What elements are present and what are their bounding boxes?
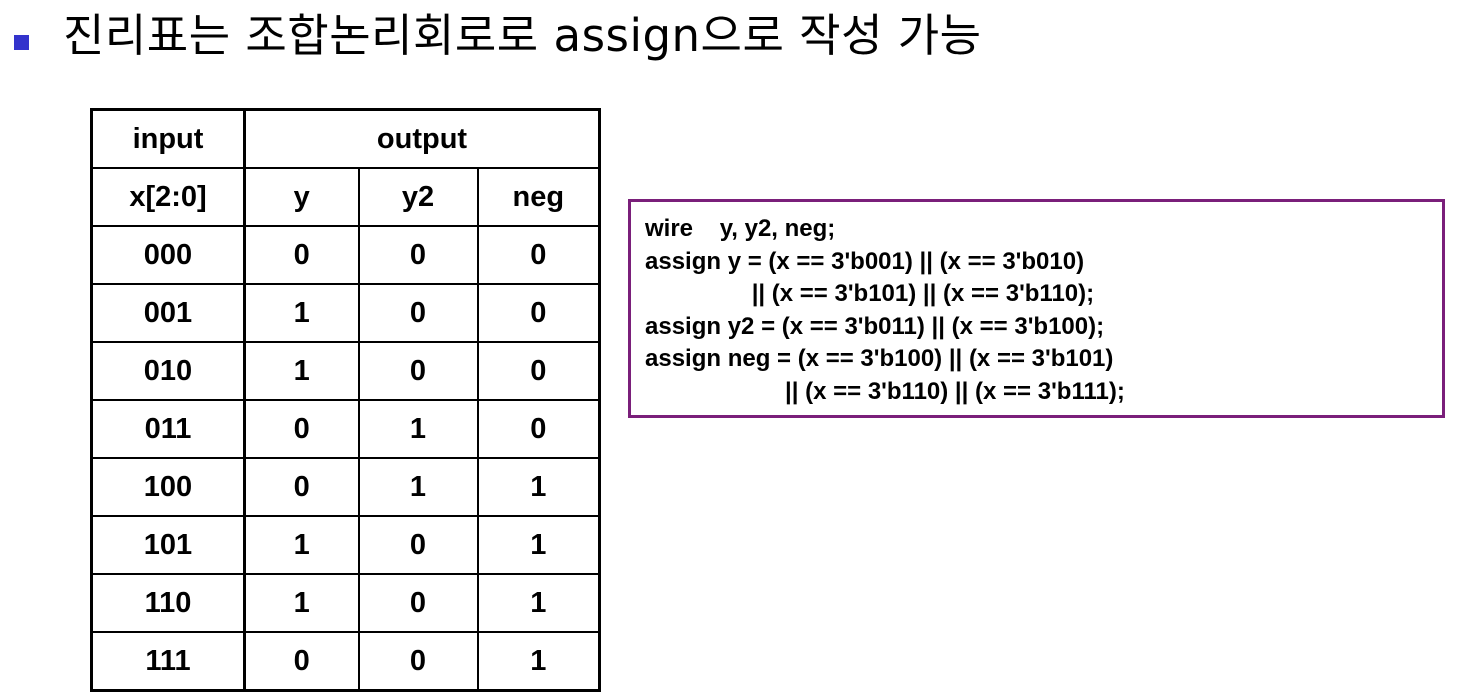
- cell-y: 0: [243, 399, 360, 459]
- table-row: 001 1 0 0: [90, 283, 602, 343]
- cell-x: 000: [90, 225, 246, 285]
- column-header-neg: neg: [476, 167, 602, 227]
- cell-y2: 0: [357, 515, 479, 575]
- bullet-text: 진리표는 조합논리회로로 assign으로 작성 가능: [63, 9, 982, 62]
- table-row: 101 1 0 1: [90, 515, 602, 575]
- cell-x: 001: [90, 283, 246, 343]
- cell-y2: 0: [357, 631, 479, 692]
- cell-y: 0: [243, 631, 360, 692]
- cell-x: 111: [90, 631, 246, 692]
- table-row: 011 0 1 0: [90, 399, 602, 459]
- cell-neg: 0: [476, 283, 602, 343]
- verilog-code-box: wire y, y2, neg; assign y = (x == 3'b001…: [628, 199, 1445, 418]
- cell-y2: 0: [357, 573, 479, 633]
- code-line: || (x == 3'b101) || (x == 3'b110);: [645, 280, 1095, 307]
- cell-y: 1: [243, 515, 360, 575]
- cell-y: 0: [243, 225, 360, 285]
- table-row: 111 0 0 1: [90, 631, 602, 692]
- bullet-point: 진리표는 조합논리회로로 assign으로 작성 가능: [14, 4, 982, 68]
- cell-y2: 0: [357, 283, 479, 343]
- column-header-y: y: [243, 167, 360, 227]
- cell-neg: 1: [476, 515, 602, 575]
- cell-y2: 1: [357, 457, 479, 517]
- square-bullet-icon: [14, 34, 29, 50]
- column-header-y2: y2: [357, 167, 479, 227]
- cell-y: 0: [243, 457, 360, 517]
- cell-neg: 0: [476, 341, 602, 401]
- cell-y2: 1: [357, 399, 479, 459]
- table-row: 110 1 0 1: [90, 573, 602, 633]
- input-group-header: input: [90, 108, 246, 169]
- code-line: assign neg = (x == 3'b100) || (x == 3'b1…: [645, 345, 1114, 372]
- cell-y2: 0: [357, 341, 479, 401]
- column-header-x: x[2:0]: [90, 167, 246, 227]
- cell-neg: 1: [476, 457, 602, 517]
- cell-y: 1: [243, 573, 360, 633]
- cell-x: 010: [90, 341, 246, 401]
- cell-neg: 0: [476, 225, 602, 285]
- cell-neg: 1: [476, 573, 602, 633]
- cell-neg: 0: [476, 399, 602, 459]
- cell-x: 011: [90, 399, 246, 459]
- table-row: 100 0 1 1: [90, 457, 602, 517]
- cell-y: 1: [243, 283, 360, 343]
- code-line: || (x == 3'b110) || (x == 3'b111);: [645, 377, 1125, 405]
- group-header-row: input output: [90, 108, 602, 169]
- cell-y2: 0: [357, 225, 479, 285]
- cell-y: 1: [243, 341, 360, 401]
- cell-x: 110: [90, 573, 246, 633]
- code-line: assign y = (x == 3'b001) || (x == 3'b010…: [645, 247, 1085, 275]
- cell-neg: 1: [476, 631, 602, 692]
- table-row: 000 0 0 0: [90, 225, 602, 285]
- code-line: wire y, y2, neg;: [645, 215, 836, 242]
- code-line: assign y2 = (x == 3'b011) || (x == 3'b10…: [645, 312, 1105, 340]
- truth-table: input output x[2:0] y y2 neg 000 0 0 0 0…: [90, 108, 602, 692]
- output-group-header: output: [243, 108, 602, 169]
- table-row: 010 1 0 0: [90, 341, 602, 401]
- cell-x: 101: [90, 515, 246, 575]
- column-header-row: x[2:0] y y2 neg: [90, 167, 602, 227]
- cell-x: 100: [90, 457, 246, 517]
